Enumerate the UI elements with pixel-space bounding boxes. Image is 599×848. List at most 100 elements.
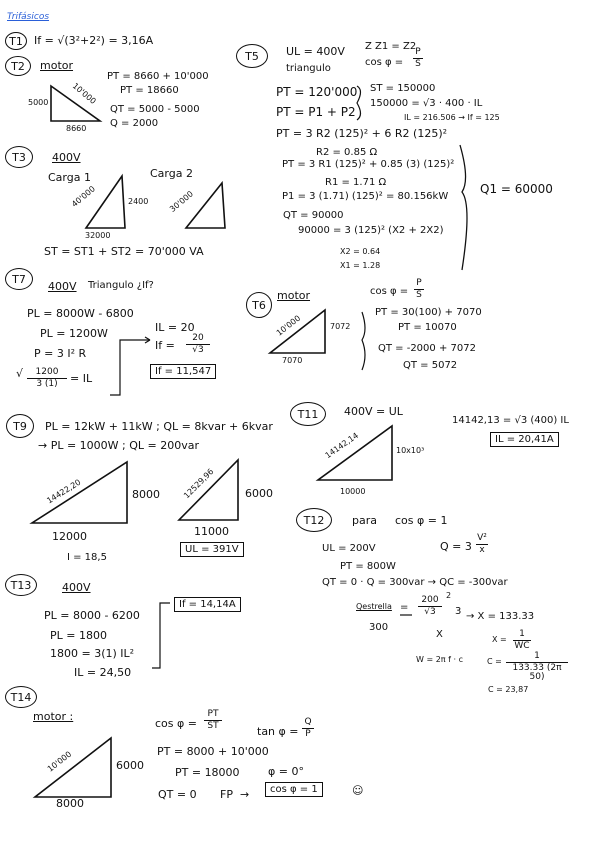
t12-cos: cos φ = 1 <box>395 514 448 527</box>
t12-qest-den-right: X <box>436 629 443 640</box>
t12-q: Q = 3 <box>440 540 472 553</box>
t6-tri-bottom: 7070 <box>282 356 303 365</box>
t9-result-box: UL = 391V <box>180 542 244 557</box>
t14-line-2: PT = 18000 <box>175 766 240 779</box>
t3-carga2: Carga 2 <box>150 167 193 180</box>
t2-side-left: 5000 <box>28 98 49 107</box>
t5-q1: Q1 = 60000 <box>480 182 553 196</box>
t5-right-2: 150000 = √3 · 400 · IL <box>370 98 483 109</box>
t5-cos-num: P <box>415 47 421 57</box>
t7-sqrt-den: 3 (1) <box>36 379 58 389</box>
t9-tri1-right: 8000 <box>132 488 160 501</box>
t12-qt: QT = 0 · Q = 300var → QC = -300var <box>322 577 508 588</box>
t14-tan-frac: Q P <box>302 718 314 739</box>
t14-cos-num: PT <box>207 709 219 719</box>
t7-bracket <box>110 339 150 396</box>
t5-line-10: X2 = 0.64 <box>340 247 381 256</box>
t1-label: T1 <box>5 32 27 50</box>
t5-line-4: R2 = 0.85 Ω <box>316 147 378 158</box>
t3-label: T3 <box>5 146 33 168</box>
t11-eq: 400V = UL <box>344 405 403 418</box>
t7-r2-den: √3 <box>192 345 204 355</box>
t13-bracket <box>152 602 170 669</box>
t12-qest-lhs: Qestrella <box>356 602 392 611</box>
t3-carga2-triangle <box>184 180 226 229</box>
t14-fp: FP <box>220 788 233 801</box>
t6-cos-num: P <box>416 278 422 288</box>
t12-c-result: C = 23,87 <box>488 685 529 694</box>
t9-line-1: PL = 12kW + 11kW ; QL = 8kvar + 6kvar <box>45 420 273 433</box>
t12-qest-exp: 2 <box>446 591 452 600</box>
t12-xc-num: 1 <box>519 629 525 639</box>
t12-qest-inner: 200 √3 <box>418 596 442 617</box>
t7-result-1: IL = 20 <box>155 321 195 334</box>
t14-result-box: cos φ = 1 <box>265 782 323 797</box>
t12-qest-eq: = <box>400 602 409 613</box>
t5-brace-1 <box>356 85 362 121</box>
t1-equation: If = √(3²+2²) = 3,16A <box>34 34 154 47</box>
t2-triangle <box>50 84 103 122</box>
t3-carga1: Carga 1 <box>48 171 91 184</box>
t12-qest-num-top: 200 <box>421 595 439 605</box>
t5-cos-den: S <box>415 59 421 69</box>
t9-line-2: → PL = 1000W ; QL = 200var <box>38 439 200 452</box>
t5-brace-2 <box>459 144 468 271</box>
t12-q-frac: V² x <box>476 534 488 555</box>
t12-ul: UL = 200V <box>322 543 376 554</box>
t7-sqrt-num: 1200 <box>35 367 59 377</box>
t5-line-8: QT = 90000 <box>283 210 344 221</box>
t12-c-lhs: C = <box>487 657 502 666</box>
t5-cos-frac: P S <box>413 48 423 69</box>
t5-line-3: PT = 3 R2 (125)² + 6 R2 (125)² <box>276 127 448 140</box>
t7-arrow-icon <box>144 336 151 344</box>
t7-r2-num: 20 <box>192 333 204 343</box>
t12-c-den: 133.33 (2π 50) <box>512 663 562 682</box>
t12-xc-frac: 1 WC <box>513 630 531 651</box>
t12-label: T12 <box>296 508 332 532</box>
t5-line-2: PT = P1 + P2 <box>276 105 356 119</box>
t14-tan-den: P <box>305 729 311 739</box>
t5-line-5: PT = 3 R1 (125)² + 0.85 (3) (125)² <box>282 159 455 170</box>
t11-tri-bottom: 10000 <box>340 487 366 496</box>
t14-tan-lhs: tan φ = <box>257 725 299 738</box>
t14-cos-frac: PT ST <box>204 710 222 731</box>
t3-volt: 400V <box>52 151 81 164</box>
t7-question: Triangulo ¿If? <box>88 280 154 291</box>
t7-result-2: If = <box>155 339 175 352</box>
t13-label: T13 <box>5 574 37 596</box>
t12-qest-mult: 3 <box>455 606 462 617</box>
t3-c1-right: 2400 <box>128 197 149 206</box>
t6-label: T6 <box>246 292 272 318</box>
t14-tan-num: Q <box>304 717 312 727</box>
t5-z: Z Z1 = Z2 <box>365 41 417 52</box>
t13-line-3: 1800 = 3(1) IL² <box>50 647 135 660</box>
t14-qt: QT = 0 <box>158 788 197 801</box>
t3-carga1-triangle <box>84 173 126 229</box>
t2-label: T2 <box>5 56 31 76</box>
t12-qest-den-left: 300 <box>369 622 389 633</box>
t12-q-num: V² <box>477 533 487 543</box>
t12-xc-den: WC <box>514 641 530 651</box>
t13-line-1: PL = 8000 - 6200 <box>44 609 140 622</box>
t2-line-4: Q = 2000 <box>110 118 159 129</box>
t14-label: T14 <box>5 686 37 708</box>
t2-line-1: PT = 8660 + 10'000 <box>107 71 209 82</box>
t3-c1-bottom: 32000 <box>85 231 111 240</box>
t9-tri2-bottom: 11000 <box>194 525 229 538</box>
t2-line-2: PT = 18660 <box>120 85 179 96</box>
t7-sqrt-icon: √ <box>16 367 24 380</box>
t12-q-den: x <box>479 545 485 555</box>
t12-qest-num-bot: √3 <box>424 607 436 617</box>
t14-line-1: PT = 8000 + 10'000 <box>157 745 269 758</box>
t12-x-result: → X = 133.33 <box>466 611 535 622</box>
t12-xc-lhs: X = <box>492 635 507 644</box>
t14-tri-right: 6000 <box>116 759 144 772</box>
t6-line-1: PT = 30(100) + 7070 <box>375 307 482 318</box>
t14-cos-lhs: cos φ = <box>155 717 197 730</box>
t3-sum: ST = ST1 + ST2 = 70'000 VA <box>44 245 204 258</box>
t14-smile-icon: ☺ <box>352 784 364 797</box>
t6-cos-frac: P S <box>414 279 424 300</box>
t7-label: T7 <box>5 268 33 290</box>
t6-line-2: PT = 10070 <box>398 322 457 333</box>
